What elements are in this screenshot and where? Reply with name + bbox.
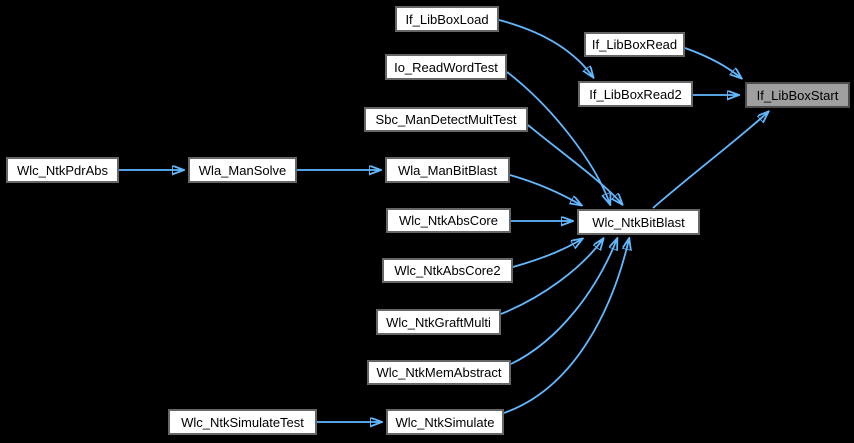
node-wlc-ntksimulate[interactable]: Wlc_NtkSimulate (386, 409, 504, 435)
node-wlc-ntkbitblast[interactable]: Wlc_NtkBitBlast (577, 209, 700, 235)
node-if-libboxread2[interactable]: If_LibBoxRead2 (578, 81, 693, 107)
node-wlc-ntkpdrabs[interactable]: Wlc_NtkPdrAbs (6, 157, 119, 183)
edge-sbcmandetectmulttest-to-wlcntkbitblast (527, 124, 622, 204)
edge-wlcntkabscore2-to-wlcntkbitblast (512, 239, 582, 268)
edge-iflibboxread-to-iflibboxstart (684, 47, 741, 78)
edge-iflibboxload-to-iflibboxread2 (498, 19, 593, 77)
edge-ioreadwordtest-to-wlcntkbitblast (506, 71, 610, 204)
edge-wlcntkbitblast-to-iflibboxstart (652, 112, 768, 209)
node-wlc-ntksimulatetest[interactable]: Wlc_NtkSimulateTest (168, 409, 317, 435)
node-if-libboxread[interactable]: If_LibBoxRead (584, 32, 685, 57)
node-io-readwordtest[interactable]: Io_ReadWordTest (385, 54, 507, 80)
edge-wlcntkgraftmulti-to-wlcntkbitblast (500, 239, 603, 315)
node-wla-manbitblast[interactable]: Wla_ManBitBlast (385, 157, 510, 183)
node-wlc-ntkmemabstract[interactable]: Wlc_NtkMemAbstract (367, 360, 511, 385)
node-sbc-mandetectmulttest[interactable]: Sbc_ManDetectMultTest (364, 107, 528, 132)
edge-wlamanbitblast-to-wlcntkbitblast (509, 174, 581, 205)
node-wlc-ntkabscore2[interactable]: Wlc_NtkAbsCore2 (382, 258, 513, 283)
node-wlc-ntkabscore[interactable]: Wlc_NtkAbsCore (386, 208, 511, 233)
node-if-libboxload[interactable]: If_LibBoxLoad (395, 6, 499, 32)
node-wlc-ntkgraftmulti[interactable]: Wlc_NtkGraftMulti (376, 309, 501, 335)
node-if-libboxstart: If_LibBoxStart (745, 82, 850, 108)
edge-wlcntksimulate-to-wlcntkbitblast (503, 239, 629, 414)
edge-wlcntkmemabstract-to-wlcntkbitblast (510, 239, 617, 365)
node-wla-mansolve[interactable]: Wla_ManSolve (188, 157, 297, 183)
